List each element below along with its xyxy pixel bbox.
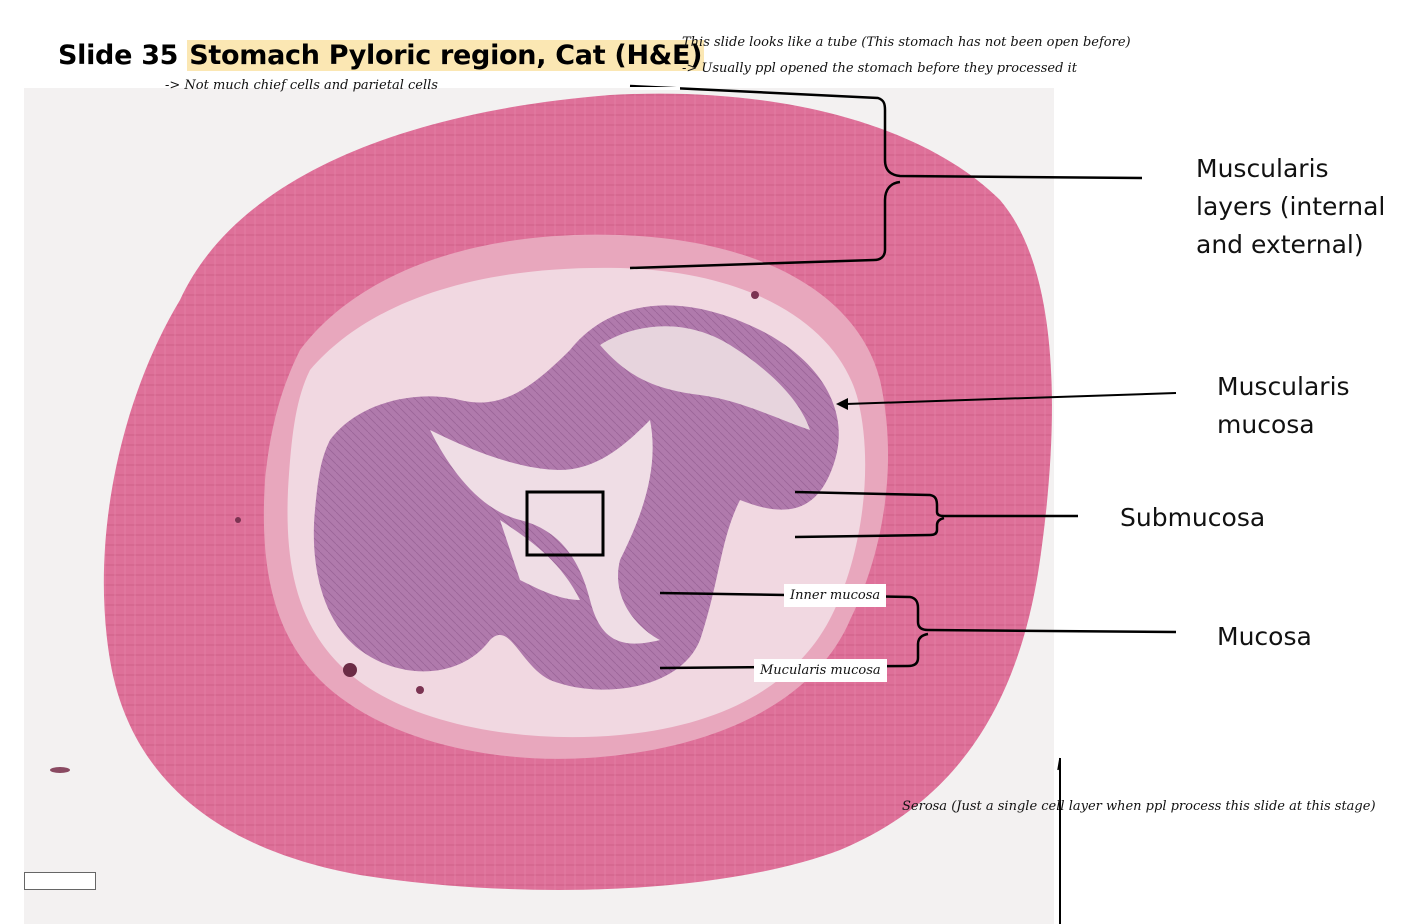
note-serosa: Serosa (Just a single cell layer when pp… <box>902 799 1376 814</box>
muscularis-layers-bracket <box>629 84 1143 270</box>
label-muscularis-mucosa: Muscularis mucosa <box>1217 372 1350 439</box>
submucosa-bracket <box>794 490 1078 539</box>
mucosa-lumen <box>600 326 810 430</box>
label-muscularis-layers: Muscularis layers (internal and external… <box>1196 154 1386 259</box>
note-tube: This slide looks like a tube (This stoma… <box>682 35 1131 50</box>
slide-number: Slide 35 <box>58 40 179 71</box>
mucosa-fold-center <box>430 420 660 644</box>
label-mucularis-mucosa: Mucularis mucosa <box>754 659 887 682</box>
focus-region-box <box>525 490 605 557</box>
mucosa-fold-lower <box>500 520 580 600</box>
label-inner-mucosa: Inner mucosa <box>784 584 887 607</box>
annotation-tab <box>630 87 680 90</box>
note-chief-cells: -> Not much chief cells and parietal cel… <box>165 78 438 93</box>
mucosa-bracket <box>659 591 1177 670</box>
note-usually-opened: -> Usually ppl opened the stomach before… <box>682 61 1077 76</box>
muscularis-mucosa-arrow <box>845 392 1177 405</box>
slide-title: Slide 35 Stomach Pyloric region, Cat (H&… <box>58 40 705 71</box>
scale-bar <box>24 872 96 890</box>
label-submucosa: Submucosa <box>1120 503 1266 532</box>
slide-title-highlight: Stomach Pyloric region, Cat (H&E) <box>187 40 705 71</box>
label-mucosa: Mucosa <box>1217 622 1312 651</box>
